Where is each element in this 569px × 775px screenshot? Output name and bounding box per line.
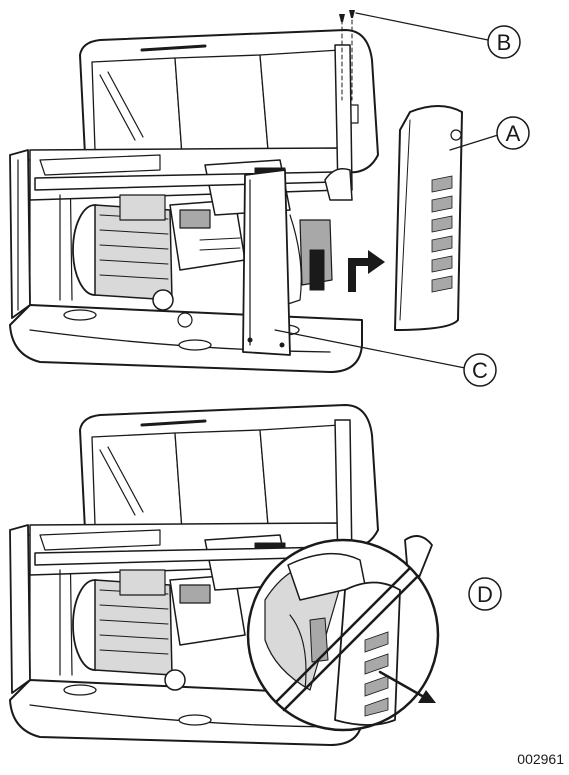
figure-number: 002961: [517, 751, 564, 767]
alternator: [72, 204, 193, 328]
prohibition-slash: [274, 566, 412, 704]
left-side-panel: [9, 149, 31, 319]
front-panel-c: [242, 169, 291, 356]
callout-b: B: [355, 12, 521, 59]
callout-d-label: D: [477, 582, 493, 607]
callout-c: C: [274, 329, 497, 387]
callout-c-label: C: [472, 358, 488, 383]
callout-a-label: A: [506, 121, 521, 146]
removal-arrow: [348, 250, 385, 292]
callout-d: D: [468, 577, 502, 611]
side-panel-a: [394, 105, 463, 331]
prohibition-ring: [246, 538, 440, 732]
callout-a: A: [449, 116, 530, 151]
prohibition-detail: [246, 538, 440, 732]
generator-top-view: [9, 10, 463, 373]
callout-b-label: B: [497, 30, 512, 55]
